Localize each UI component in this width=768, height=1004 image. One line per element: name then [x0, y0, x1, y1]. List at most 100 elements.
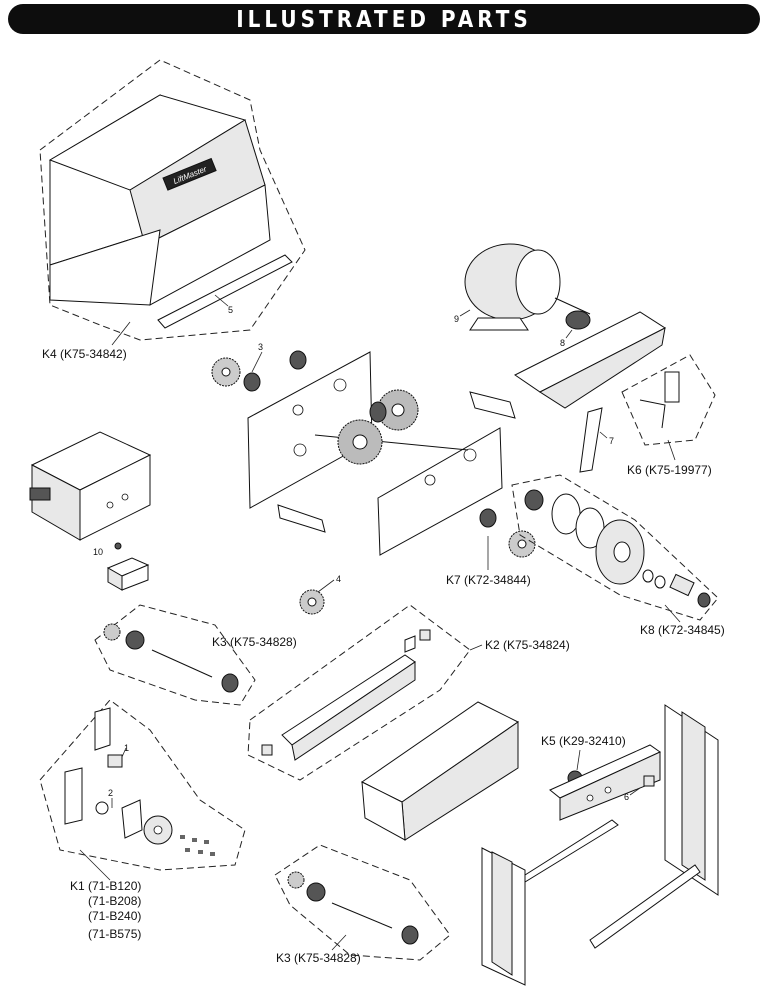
frame-hole — [292, 404, 304, 416]
leader-7 — [599, 431, 608, 439]
k3-top-bearing-end — [221, 673, 239, 693]
callout-k4: K4 (K75-34842) — [42, 347, 127, 361]
item-number-4: 4 — [336, 574, 341, 584]
k3-bottom-group-outline — [274, 844, 451, 961]
leader-3 — [251, 351, 263, 373]
control-box[interactable]: 10 — [29, 431, 152, 591]
leader-4 — [317, 579, 335, 593]
k3-top-bearing — [125, 630, 145, 650]
k8-clutch-group[interactable]: K8 (K72-34845) — [511, 474, 725, 637]
k2-clip — [404, 635, 416, 653]
clutch-pulley-hub — [613, 541, 631, 563]
clutch-nut — [697, 592, 711, 608]
leader-8 — [565, 329, 573, 339]
bearing-part-3b — [289, 350, 307, 370]
callout-k5: K5 (K29-32410) — [541, 734, 626, 748]
upright-frame-inner — [681, 711, 706, 881]
leader-k3-bottom — [331, 934, 347, 951]
k1-arm — [121, 799, 143, 839]
bearing-part-3 — [243, 372, 261, 392]
k2-rail-flange — [291, 661, 416, 761]
part-6 — [643, 775, 655, 787]
cross-bar-lower — [589, 864, 701, 949]
k6-limit-switch-group[interactable]: K6 (K75-19977) — [621, 354, 716, 477]
k5-hole — [586, 794, 594, 802]
k3-top-shaft — [151, 649, 213, 678]
k2-group-outline — [247, 604, 471, 781]
callout-k1-line2: (71-B208) — [88, 894, 141, 908]
motor-base-flange — [538, 327, 666, 409]
callout-k1-line3: (71-B240) — [88, 909, 141, 923]
k3-bottom-bearing — [306, 882, 326, 902]
k8-group-outline — [511, 474, 719, 621]
k3-shaft-group-top[interactable]: K3 (K75-34828) — [94, 604, 297, 706]
sprocket-part-3 — [211, 357, 241, 387]
k2-rail-group[interactable]: K2 (K75-34824) — [247, 604, 570, 781]
leader-k1 — [79, 849, 111, 881]
callout-k8: K8 (K72-34845) — [640, 623, 725, 637]
k7-bearing — [479, 508, 497, 528]
callout-k3-bottom: K3 (K75-34828) — [276, 951, 361, 965]
k4-cover-group[interactable]: LiftMaster 5 K4 (K75-34842) — [39, 59, 306, 361]
k7-sprocket-group[interactable]: K7 (K72-34844) — [446, 508, 536, 587]
frame-hole — [424, 474, 436, 486]
k2-end-block — [261, 744, 273, 756]
k3-bottom-shaft — [331, 902, 393, 929]
control-box-side — [79, 454, 151, 541]
clutch-spring — [669, 573, 695, 597]
channel-front — [361, 781, 406, 841]
k1-kit-group[interactable]: 1 2 K1 (71-B120) (71-B208) (71-B240) (71… — [39, 699, 246, 941]
sprocket-large-b — [377, 389, 419, 431]
frame-hole — [333, 378, 347, 392]
callout-k1-line4: (71-B575) — [88, 927, 141, 941]
channel-frame[interactable] — [361, 701, 519, 841]
sprocket-large-a — [337, 419, 383, 465]
control-box-terminal — [29, 487, 51, 501]
k1-bracket — [94, 707, 111, 751]
part-10 — [114, 542, 122, 550]
item-number-6: 6 — [624, 792, 629, 802]
clutch-bearing — [524, 489, 544, 511]
limit-switch-body — [664, 371, 680, 403]
sprocket-part-4[interactable]: 4 — [299, 574, 341, 615]
callout-k6: K6 (K75-19977) — [627, 463, 712, 477]
motor-assembly[interactable]: 9 8 7 — [454, 243, 667, 473]
main-frame-assembly[interactable]: 3 — [211, 342, 516, 556]
callout-k7: K7 (K72-34844) — [446, 573, 531, 587]
k5-hole — [604, 786, 612, 794]
callout-k1-line1: K1 (71-B120) — [70, 879, 141, 893]
clutch-washer — [642, 569, 654, 583]
k1-disc-hole — [153, 825, 163, 835]
k3-top-sprocket — [103, 623, 121, 641]
k3-top-group-outline — [94, 604, 256, 706]
callout-k2: K2 (K75-34824) — [485, 638, 570, 652]
k3-shaft-group-bottom[interactable]: K3 (K75-34828) — [274, 844, 451, 965]
frame-hole — [463, 448, 477, 462]
leader-k2 — [469, 644, 483, 651]
k5-bracket-face — [559, 751, 661, 821]
k1-plate — [64, 767, 83, 825]
leader-k6 — [667, 439, 676, 461]
clutch-washer — [654, 575, 666, 589]
k1-hardware — [180, 835, 215, 856]
cover-bottom-face — [49, 229, 161, 306]
leader-k5 — [576, 749, 581, 771]
control-box-knockout — [121, 493, 129, 501]
bracket-lower — [277, 504, 326, 533]
motor-shaft — [554, 297, 591, 315]
leader-9 — [459, 309, 471, 317]
page-title: ILLUSTRATED PARTS — [236, 5, 532, 33]
item-number-8: 8 — [560, 338, 565, 348]
control-box-knockout — [106, 501, 114, 509]
item-number-3: 3 — [258, 342, 263, 352]
item-number-7: 7 — [609, 436, 614, 446]
leader-6 — [629, 787, 641, 796]
k3-bottom-bearing-end — [401, 925, 419, 945]
item-number-5: 5 — [228, 305, 233, 315]
motor-endcap — [515, 249, 561, 315]
leader-k8 — [664, 604, 681, 623]
motor-foot — [469, 317, 529, 331]
k5-bracket-group[interactable]: 6 K5 (K29-32410) — [481, 704, 719, 986]
k3-bottom-sprocket — [287, 871, 305, 889]
pulley-8 — [565, 310, 591, 330]
